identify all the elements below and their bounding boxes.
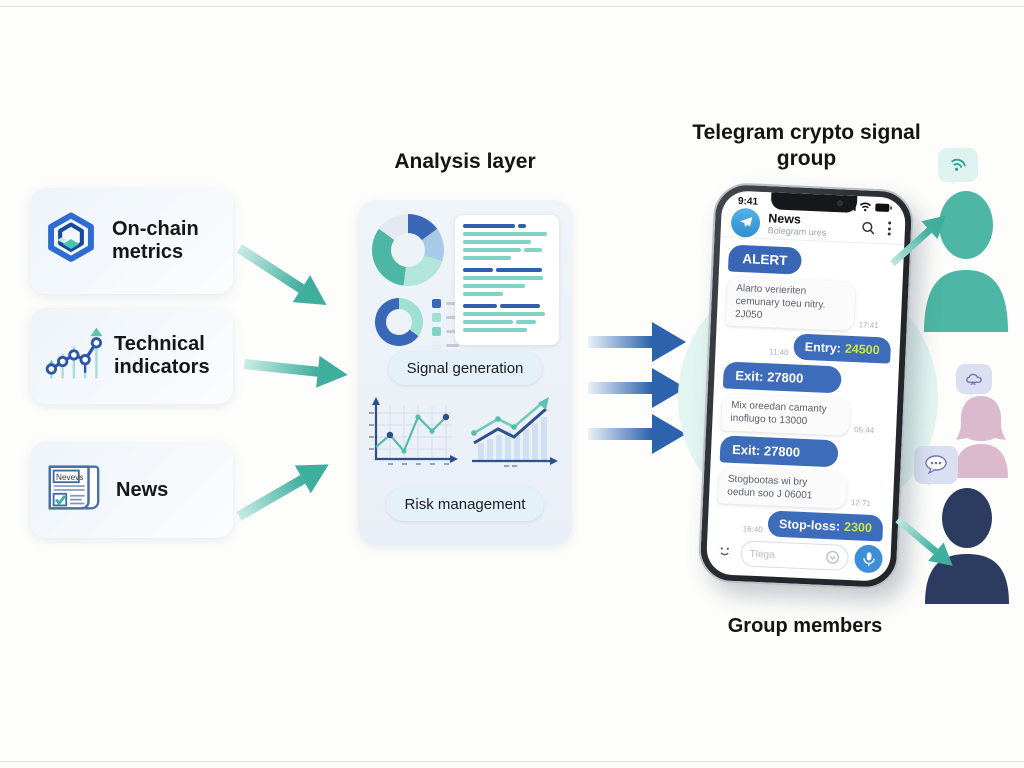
- timestamp: 11:40: [768, 347, 789, 358]
- timestamp: 05:44: [853, 424, 875, 435]
- member-avatar-navy: [920, 488, 1014, 609]
- chat-header: News Bolegram ures: [720, 206, 906, 245]
- message-row: ALERT: [727, 244, 895, 278]
- risk-line-chart: [366, 395, 460, 480]
- timestamp: 16:40: [742, 524, 763, 535]
- incoming-bubble: Mix oreedan camanty inoflugo to 13000: [721, 393, 851, 436]
- chat-messages: ALERT Alarto verieriten cemunary toeu ni…: [707, 237, 904, 546]
- message-row: 11:40 Entry:24500: [724, 331, 892, 364]
- member-avatar-pink: [948, 394, 1014, 483]
- exit-signal-bubble: Exit: 27800: [722, 361, 842, 394]
- stoploss-value: 2300: [843, 519, 873, 536]
- arrow-to-member-top: [884, 206, 958, 277]
- card-onchain-metrics: On-chain metrics: [30, 188, 233, 294]
- mic-button[interactable]: [853, 544, 884, 574]
- message-row: Stogbootas wi bry oedun soo J 06001 12:7…: [717, 466, 885, 511]
- broadcast-bubble-icon: [938, 148, 978, 184]
- phone-screen: 9:41: [705, 190, 907, 582]
- arrow-onchain-to-analysis: [227, 233, 337, 324]
- newspaper-icon: Nevevs: [42, 457, 104, 524]
- input-placeholder: Tlega: [749, 548, 775, 561]
- camera-dot: [836, 200, 844, 207]
- onchain-hexagon-icon: [42, 210, 100, 273]
- arrow-technical-to-analysis: [242, 346, 350, 398]
- arrow-news-to-analysis: [230, 449, 341, 537]
- incoming-bubble: Alarto verieriten cemunary toeu nitry. 2…: [725, 276, 856, 332]
- card-label: Technical indicators: [114, 333, 210, 378]
- phone-mockup: 9:41: [697, 181, 915, 591]
- entry-value: 24500: [844, 341, 880, 358]
- arrow-to-member-bottom: [886, 510, 961, 580]
- card-technical-indicators: Technical indicators: [30, 308, 233, 404]
- analysis-panel: Signal generation: [358, 200, 572, 545]
- message-row: Exit: 27800: [719, 434, 887, 469]
- message-input[interactable]: Tlega: [740, 540, 850, 572]
- donut-legend: [432, 299, 459, 350]
- entry-signal-bubble: Entry:24500: [793, 333, 892, 364]
- wifi-icon: [859, 202, 872, 212]
- timestamp: 12:71: [850, 498, 872, 508]
- arrow-analysis-to-telegram-1: [588, 322, 686, 367]
- allocation-donut-chart: [372, 214, 444, 286]
- emoji-icon[interactable]: [714, 540, 735, 566]
- analysis-layer-title: Analysis layer: [394, 150, 536, 173]
- analysis-text-block: [455, 215, 559, 345]
- menu-kebab-icon[interactable]: [884, 219, 896, 237]
- telegram-group-title: Telegram crypto signal group: [692, 121, 921, 170]
- card-label: On-chain metrics: [112, 218, 199, 263]
- search-icon[interactable]: [861, 220, 877, 236]
- technical-chart-icon: [42, 324, 103, 389]
- signal-generation-label: Signal generation: [388, 352, 542, 385]
- message-row: Exit: 27800: [722, 361, 890, 396]
- newspaper-caption: Nevevs: [56, 472, 83, 481]
- message-composer: Tlega: [706, 538, 891, 582]
- alert-bubble: ALERT: [727, 244, 803, 275]
- battery-icon: [875, 203, 892, 212]
- typing-dots-bubble-icon: [914, 446, 958, 486]
- timestamp: 17:41: [858, 320, 879, 331]
- status-time: 9:41: [737, 195, 759, 208]
- exit-signal-bubble: Exit: 27800: [719, 434, 839, 468]
- arrow-analysis-to-telegram-2: [588, 368, 686, 413]
- arrow-analysis-to-telegram-3: [588, 414, 686, 459]
- ratio-donut-chart: [375, 298, 423, 346]
- top-hairline: [0, 6, 1024, 7]
- message-row: 16:40 Stop-loss:2300: [716, 508, 884, 542]
- stoploss-signal-bubble: Stop-loss:2300: [767, 510, 884, 542]
- telegram-logo-icon: [730, 207, 761, 238]
- incoming-bubble: Stogbootas wi bry oedun soo J 06001: [717, 466, 848, 509]
- member-avatar-teal: [918, 190, 1014, 337]
- message-row: Alarto verieriten cemunary toeu nitry. 2…: [725, 276, 894, 333]
- bottom-hairline: [0, 761, 1024, 762]
- card-label: News: [116, 478, 169, 501]
- message-row: Mix oreedan camanty inoflugo to 13000 05…: [721, 393, 888, 438]
- group-members-title: Group members: [727, 615, 883, 637]
- risk-management-label: Risk management: [386, 488, 544, 521]
- cloud-bubble-icon: [956, 364, 992, 396]
- card-news: Nevevs News: [30, 442, 233, 538]
- risk-trend-chart: [466, 395, 560, 480]
- sticker-chevron-icon[interactable]: [825, 550, 840, 565]
